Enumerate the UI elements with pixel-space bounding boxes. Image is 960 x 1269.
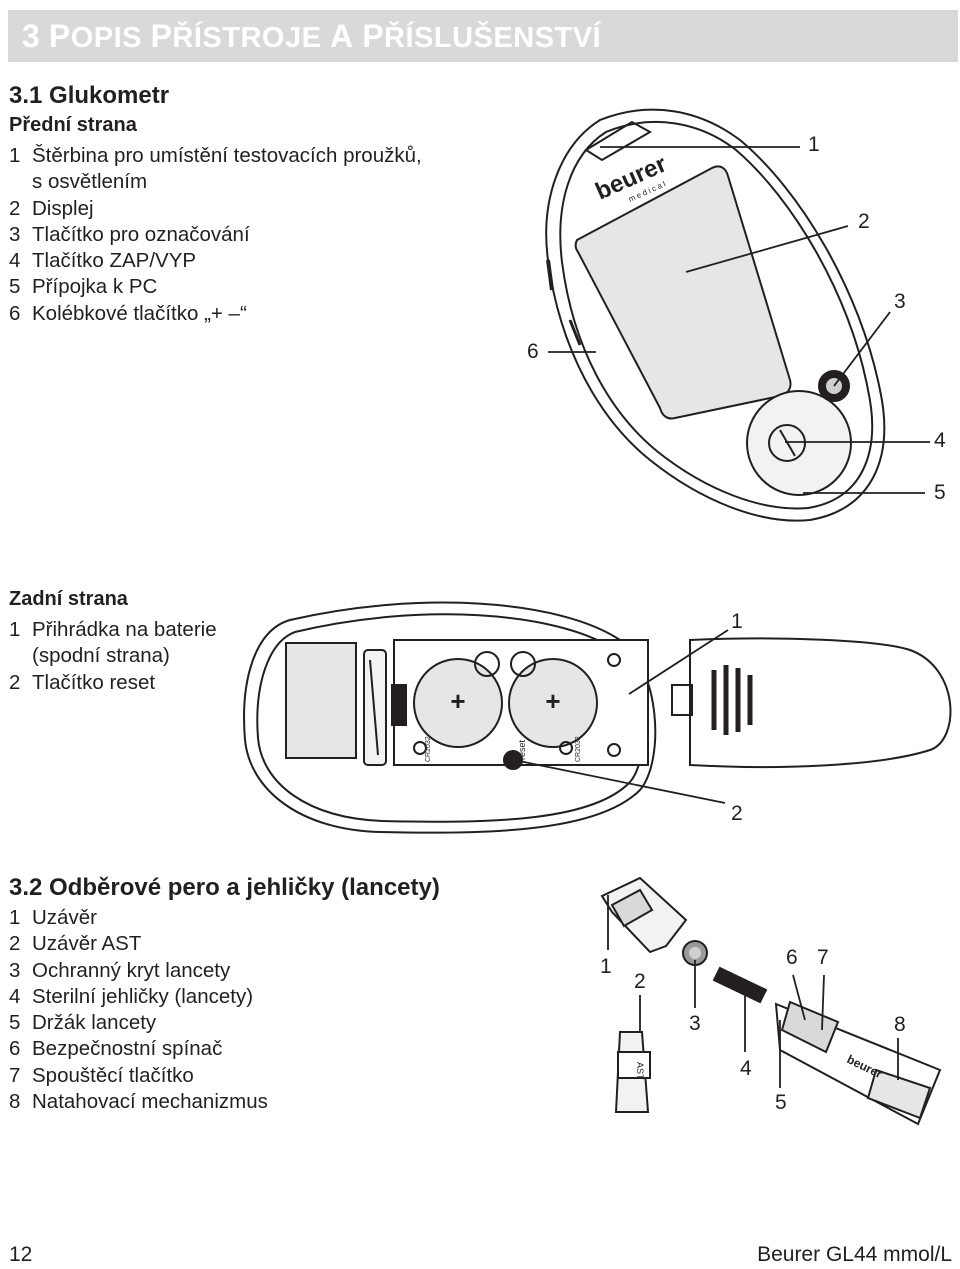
battery-label-left: CR2032 [425, 736, 432, 762]
chapter-header-bar [8, 10, 958, 62]
svg-text:+: + [450, 686, 465, 716]
pen-label-7: 7 [817, 946, 829, 969]
front-label-2: 2 [858, 210, 870, 233]
back-side-title: Zadní strana [9, 588, 128, 610]
front-label-6: 6 [527, 340, 539, 363]
svg-text:+: + [545, 686, 560, 716]
list-item: (spodní strana) [32, 644, 170, 668]
display [574, 165, 792, 420]
pen-label-6: 6 [786, 946, 798, 969]
power-button [746, 390, 852, 496]
pen-label-8: 8 [894, 1013, 906, 1036]
pen-label-4: 4 [740, 1057, 752, 1080]
page-number: 12 [9, 1243, 33, 1266]
front-side-title: Přední strana [9, 114, 137, 136]
front-label-5: 5 [934, 481, 946, 504]
list-item: s osvětlením [32, 170, 148, 194]
front-label-4: 4 [934, 429, 946, 452]
pen-label-3: 3 [689, 1012, 701, 1035]
back-label-1: 1 [731, 610, 743, 633]
chapter-title: 3 POPIS PŘÍSTROJE A PŘÍSLUŠENSTVÍ [22, 18, 602, 54]
front-label-3: 3 [894, 290, 906, 313]
product-name: Beurer GL44 mmol/L [757, 1243, 952, 1266]
battery-right [508, 658, 598, 748]
glucometer-back-drawing: + + CR2032 CR2032 reset [243, 601, 952, 834]
battery-left [413, 658, 503, 748]
reset-label: reset [517, 739, 527, 760]
front-label-1: 1 [808, 133, 820, 156]
ast-label: AST [635, 1062, 645, 1080]
battery-label-right: CR2032 [575, 736, 582, 762]
lancet [712, 966, 768, 1004]
section-title-glucometer: 3.1 Glukometr [9, 82, 170, 109]
pen-label-1: 1 [600, 955, 612, 978]
battery-cover [689, 637, 952, 769]
section-title-lancing-device: 3.2 Odběrové pero a jehličky (lancety) [9, 874, 440, 901]
strip-slot [584, 120, 653, 162]
reset-button [503, 750, 523, 770]
pen-label-5: 5 [775, 1091, 787, 1114]
glucometer-front-drawing: beurer medical [545, 108, 930, 522]
lancing-device-drawing: AST beurer [600, 876, 942, 1126]
pen-label-2: 2 [634, 970, 646, 993]
back-label-2: 2 [731, 802, 743, 825]
